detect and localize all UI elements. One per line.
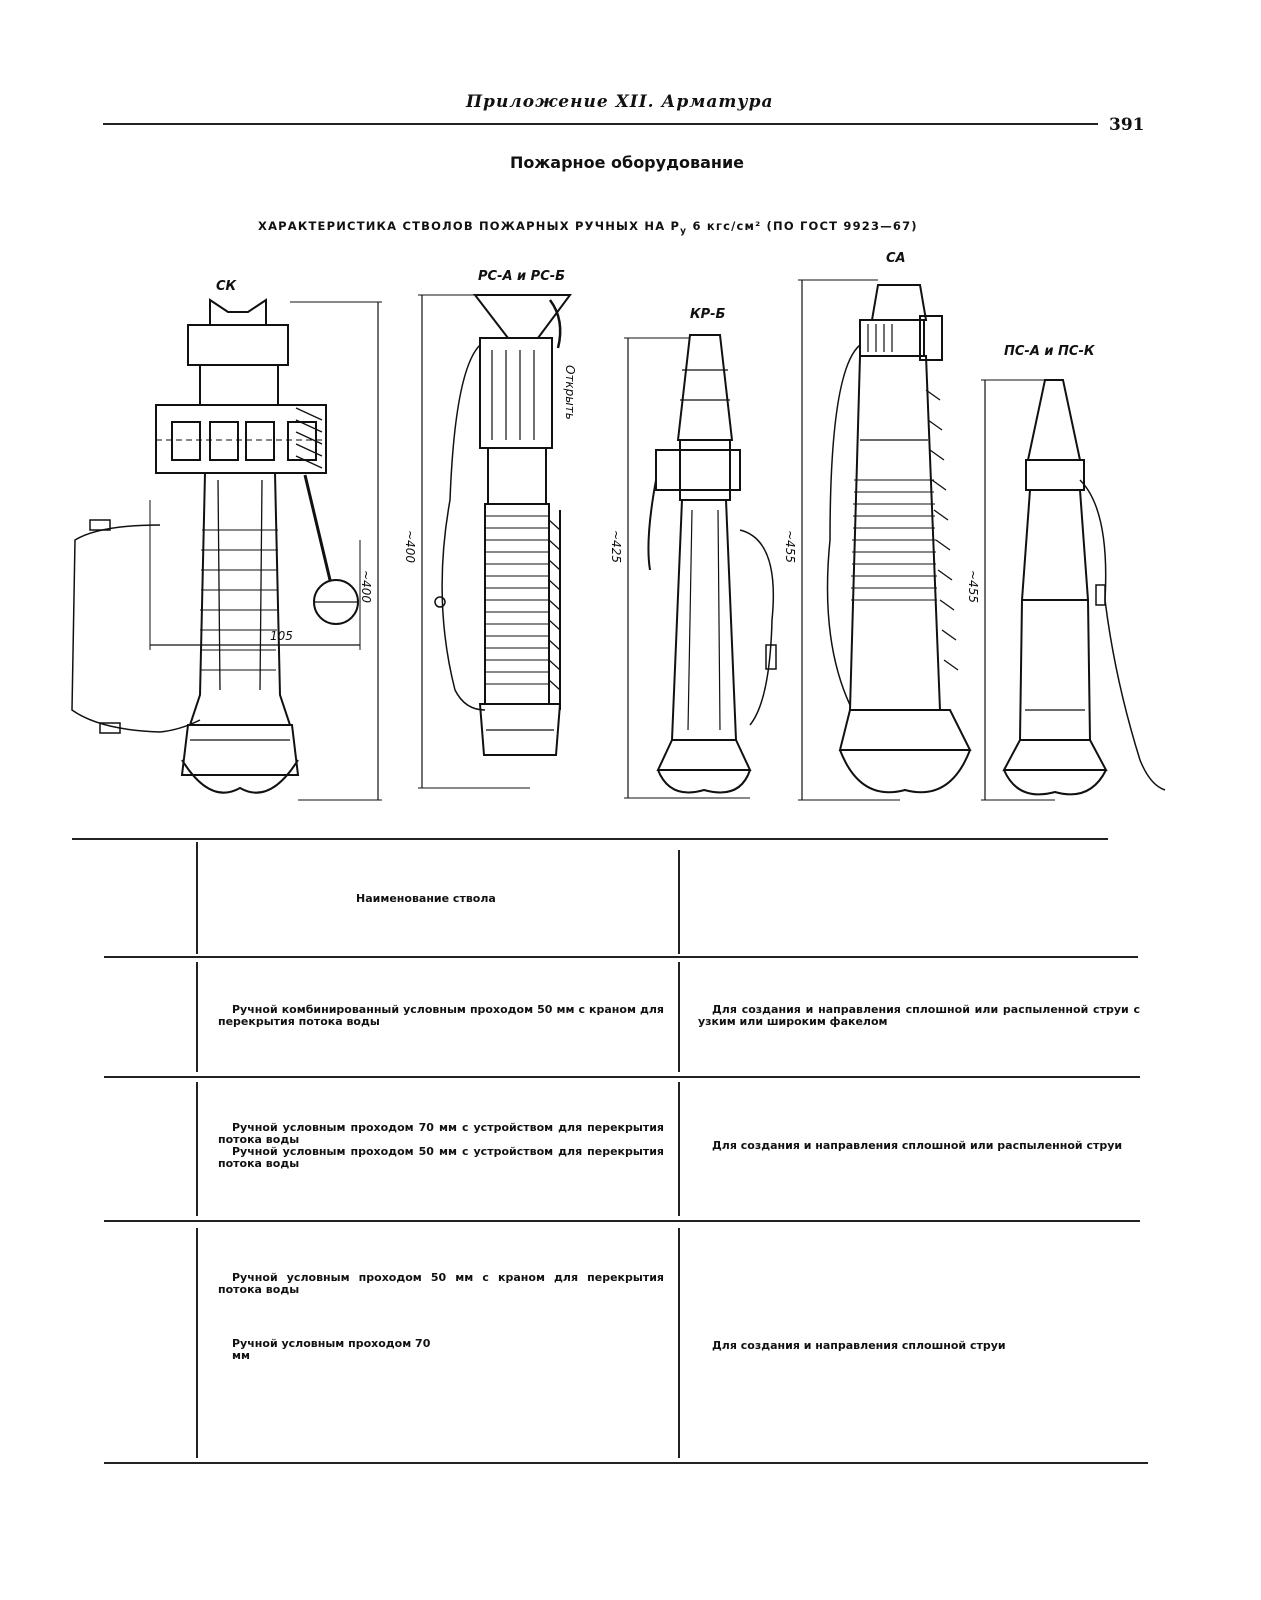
table-vrule — [196, 842, 198, 954]
drawing-ps: ПС-А и ПС-К ~455 — [966, 344, 1166, 801]
drawing-sa: СА ~455 — [783, 251, 972, 801]
row-2-purpose: Для создания и направления сплошной или … — [712, 1139, 1123, 1152]
table-header-rule — [104, 956, 1138, 958]
dim-sk-height: ~400 — [359, 570, 373, 603]
label-ps: ПС-А и ПС-К — [1004, 344, 1096, 359]
section-title: Пожарное оборудование — [510, 153, 745, 172]
caption-text-before: ХАРАКТЕРИСТИКА СТВОЛОВ ПОЖАРНЫХ РУЧНЫХ Н… — [258, 219, 681, 233]
label-sa: СА — [886, 251, 906, 266]
header-rule — [103, 123, 1098, 125]
table-bottom-rule — [104, 1462, 1148, 1464]
dim-kr-height: ~425 — [609, 530, 623, 563]
table-row-rule — [104, 1076, 1140, 1078]
nozzle-drawings: СК 105 — [71, 251, 1166, 801]
table-vrule — [196, 1228, 198, 1458]
table-header-name: Наименование ствола — [356, 892, 496, 905]
dim-sk-width: 105 — [270, 629, 293, 643]
table-vrule — [678, 1228, 680, 1458]
table-caption: ХАРАКТЕРИСТИКА СТВОЛОВ ПОЖАРНЫХ РУЧНЫХ Н… — [258, 219, 918, 236]
page-number: 391 — [1109, 115, 1145, 135]
table-vrule — [678, 850, 680, 954]
label-rs: РС-А и РС-Б — [478, 269, 565, 284]
label-sk: СК — [216, 279, 238, 294]
table-vrule — [196, 962, 198, 1072]
drawing-kr: КР-Б ~425 — [609, 307, 777, 799]
dim-sa-height: ~455 — [783, 530, 797, 563]
drawing-rs: РС-А и РС-Б Открыть ~400 — [403, 269, 577, 789]
running-header: Приложение XII. Арматура — [466, 92, 774, 112]
dim-rs-height: ~400 — [403, 530, 417, 563]
row-3-name-2: Ручной условным проходом 70 мм — [232, 1337, 431, 1362]
table-top-rule — [72, 838, 1108, 840]
table-vrule — [678, 962, 680, 1072]
caption-subscript: у — [680, 226, 688, 237]
row-1-purpose: Для создания и направления сплошной или … — [698, 1003, 1140, 1028]
drawing-sk: СК 105 — [71, 279, 382, 801]
row-3-purpose: Для создания и направления сплошной стру… — [712, 1339, 1006, 1352]
table-row-rule — [104, 1220, 1140, 1222]
vertical-note-open: Открыть — [563, 365, 577, 420]
row-2-name-2: Ручной условным проходом 50 мм с устройс… — [218, 1145, 664, 1170]
label-kr: КР-Б — [690, 307, 726, 322]
row-1-name: Ручной комбинированный условным проходом… — [218, 1003, 664, 1028]
table-vrule — [678, 1082, 680, 1216]
dim-ps-height: ~455 — [966, 570, 980, 603]
caption-text-after: 6 кгс/см² (ПО ГОСТ 9923—67) — [692, 219, 918, 233]
table-vrule — [196, 1082, 198, 1216]
row-2-name: Ручной условным проходом 70 мм с устройс… — [218, 1122, 664, 1170]
row-3-name-1: Ручной условным проходом 50 мм с краном … — [218, 1271, 664, 1296]
row-2-name-1: Ручной условным проходом 70 мм с устройс… — [218, 1121, 664, 1146]
